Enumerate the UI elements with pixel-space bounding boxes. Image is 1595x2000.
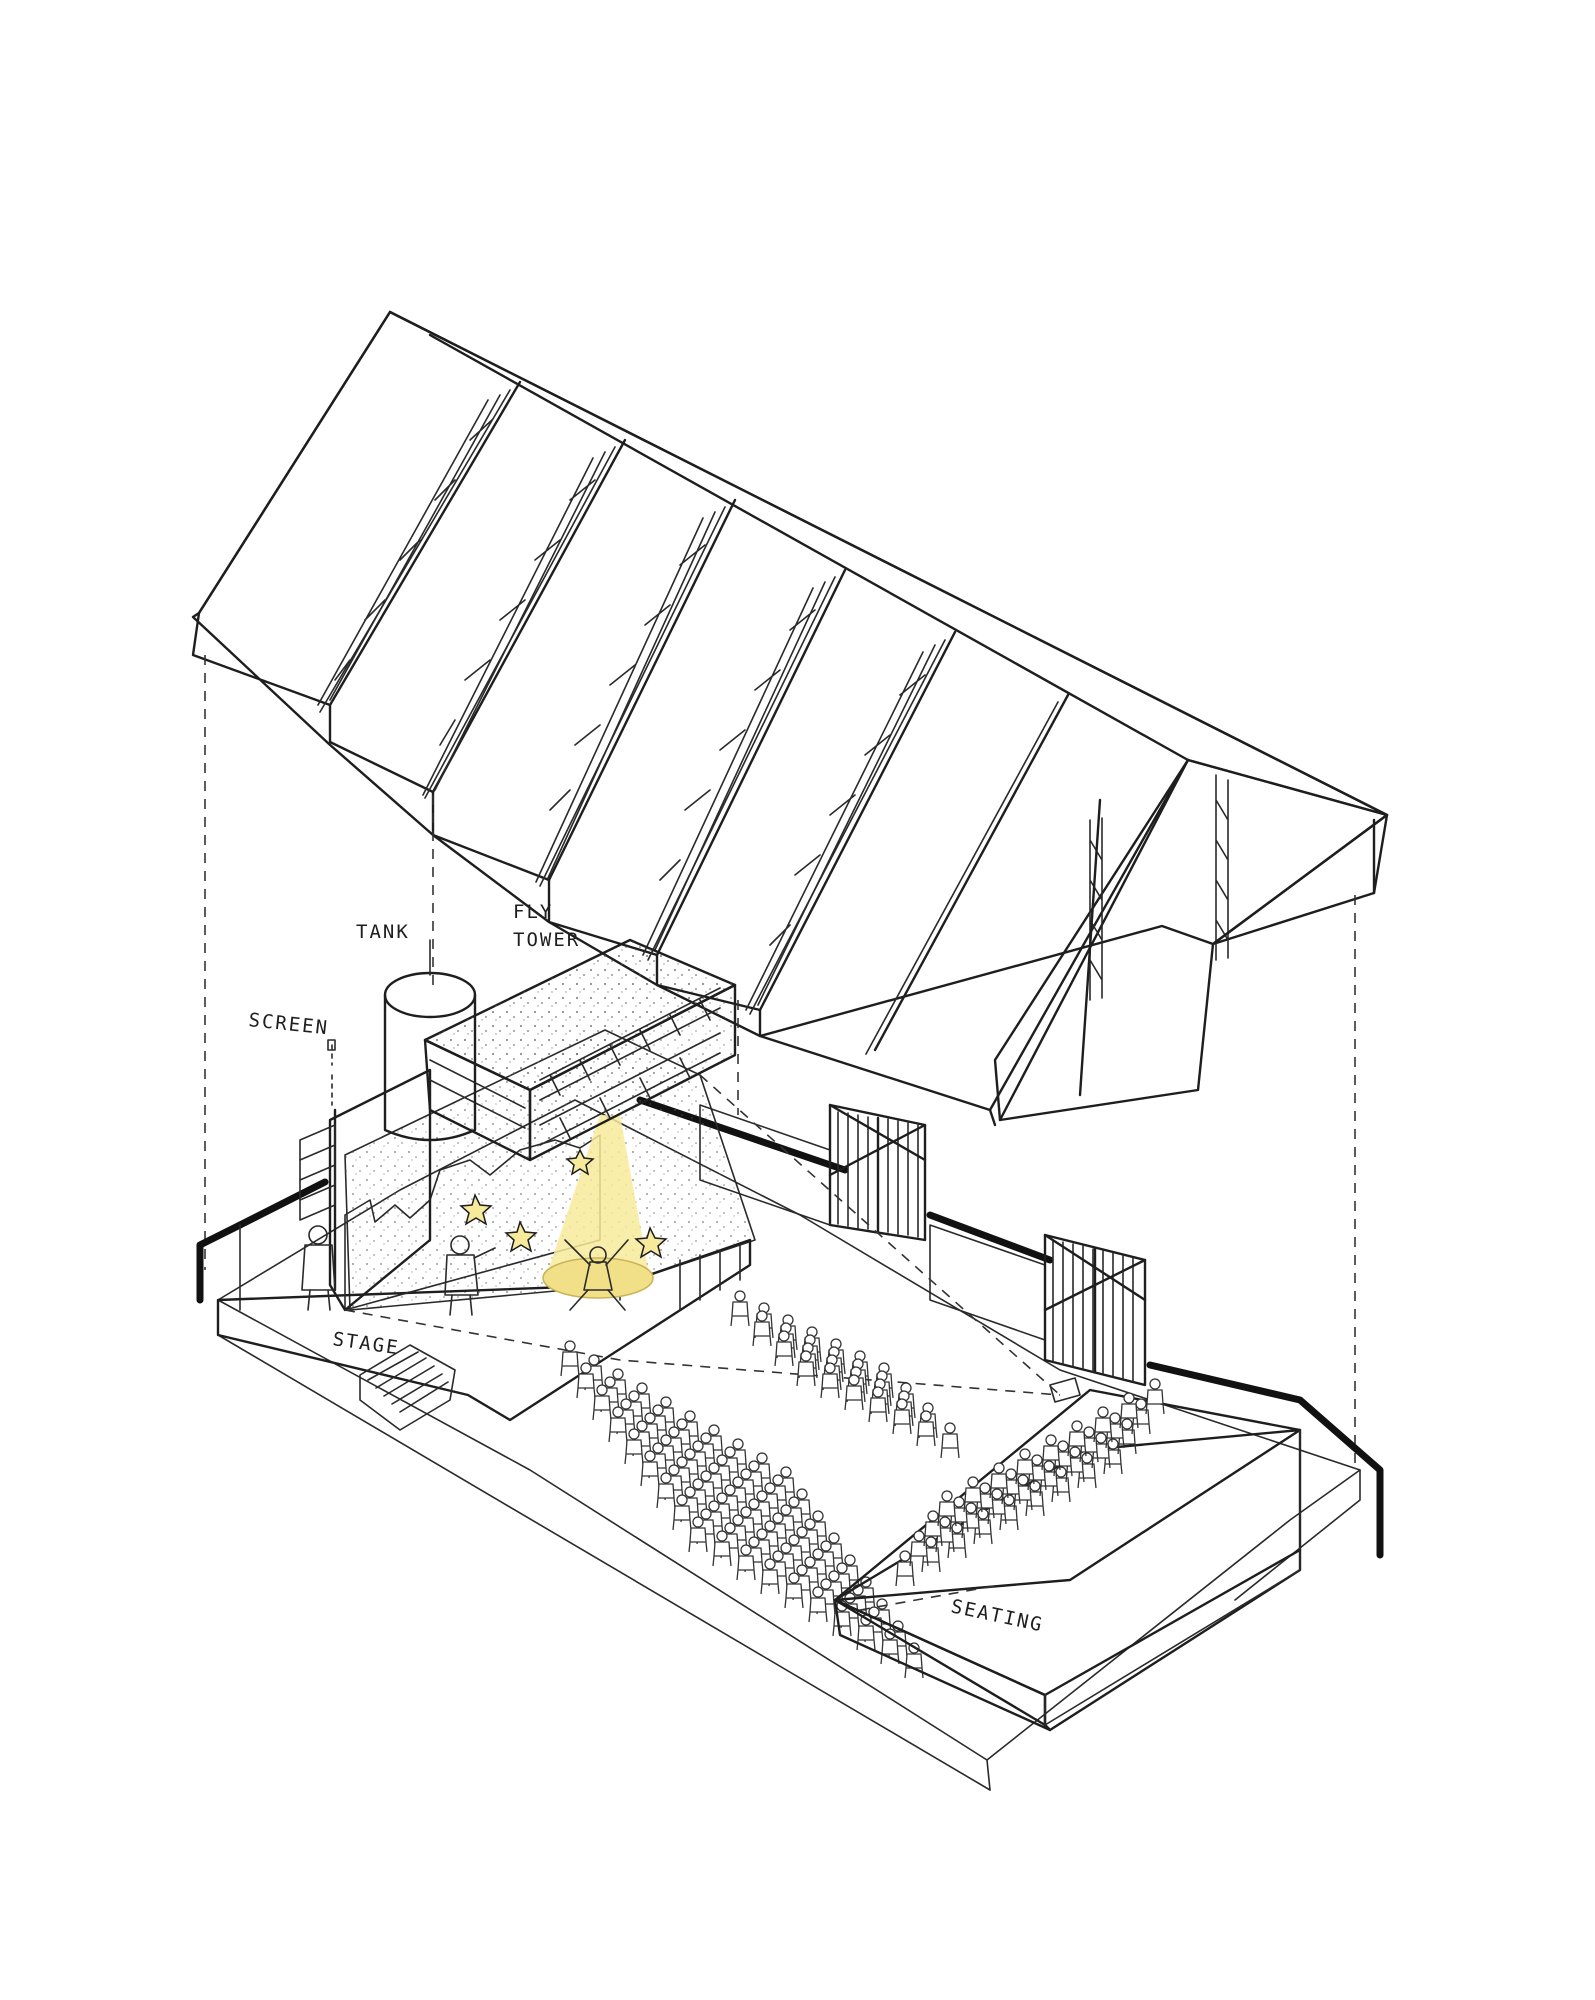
seating-block-audience: [895, 1378, 1165, 1587]
performer-spotlit: [564, 1239, 629, 1311]
audience-chair: [624, 1428, 644, 1465]
stage: [216, 1029, 756, 1431]
label-stage: STAGE: [331, 1328, 401, 1359]
performer-left: [301, 1225, 336, 1311]
audience-chair: [1067, 1420, 1087, 1457]
audience-chair: [712, 1530, 732, 1567]
label-fly-tower-line1: FLY: [513, 901, 553, 923]
label-fly-tower-line2: TOWER: [513, 929, 580, 951]
speaker-stack: [299, 1124, 336, 1221]
stage-stars: [459, 1148, 668, 1259]
fly-tower: [423, 938, 737, 1162]
performer-center: [444, 1235, 496, 1316]
audience-chair: [963, 1476, 983, 1513]
audience-chair: [892, 1398, 912, 1435]
audience-chair: [820, 1362, 840, 1399]
audience-chair: [752, 1310, 772, 1347]
audience-chair: [796, 1350, 816, 1387]
roof: [191, 310, 1389, 1127]
audience-chair: [774, 1330, 794, 1367]
audience-chair: [672, 1494, 692, 1531]
audience-chair: [656, 1472, 676, 1509]
spotlight-pool: [542, 1257, 654, 1299]
label-seating: SEATING: [949, 1595, 1046, 1636]
audience-chair: [592, 1384, 612, 1421]
backdrop: [344, 1134, 601, 1311]
audience-chair: [560, 1340, 580, 1377]
spotlight-cone: [545, 1115, 650, 1280]
audience-chair: [760, 1558, 780, 1595]
audience-chair: [868, 1386, 888, 1423]
audience-chair: [808, 1586, 828, 1623]
audience-chair: [1119, 1392, 1139, 1429]
audience-chair: [909, 1530, 929, 1567]
seating-block: [833, 1378, 1302, 1732]
projection-lines: [204, 655, 1356, 1470]
audience-chair: [937, 1490, 957, 1527]
label-screen: SCREEN: [247, 1009, 329, 1039]
barn-door-right: [1043, 1233, 1147, 1387]
audience-chair: [844, 1374, 864, 1411]
audience-chair: [736, 1544, 756, 1581]
projector-sightlines: [344, 1074, 1081, 1403]
audience-chair: [940, 1422, 960, 1459]
audience-chair: [916, 1410, 936, 1447]
tank: [383, 939, 477, 1142]
roof-gable-end: [993, 758, 1389, 1122]
audience-chair: [1041, 1434, 1061, 1471]
screen-wall: [328, 1068, 432, 1312]
audience-chair: [808, 1510, 828, 1547]
audience-chair: [784, 1572, 804, 1609]
roof-trusses: [317, 394, 1229, 1011]
back-wall-panel: [929, 1224, 1046, 1341]
audience-chair: [640, 1450, 660, 1487]
barn-door-left: [828, 1103, 927, 1242]
label-tank: TANK: [356, 921, 410, 943]
audience-chair: [1015, 1448, 1035, 1485]
audience-chair: [608, 1406, 628, 1443]
audience-chair: [1093, 1406, 1113, 1443]
audience-chair: [895, 1550, 915, 1587]
audience-chair: [1145, 1378, 1165, 1415]
stage-steps: [359, 1344, 456, 1431]
audience-chair: [923, 1510, 943, 1547]
audience-chair: [989, 1462, 1009, 1499]
audience-chairs: [560, 1290, 960, 1679]
audience-chair: [688, 1516, 708, 1553]
audience-chair: [730, 1290, 750, 1327]
audience-chair: [904, 1642, 924, 1679]
